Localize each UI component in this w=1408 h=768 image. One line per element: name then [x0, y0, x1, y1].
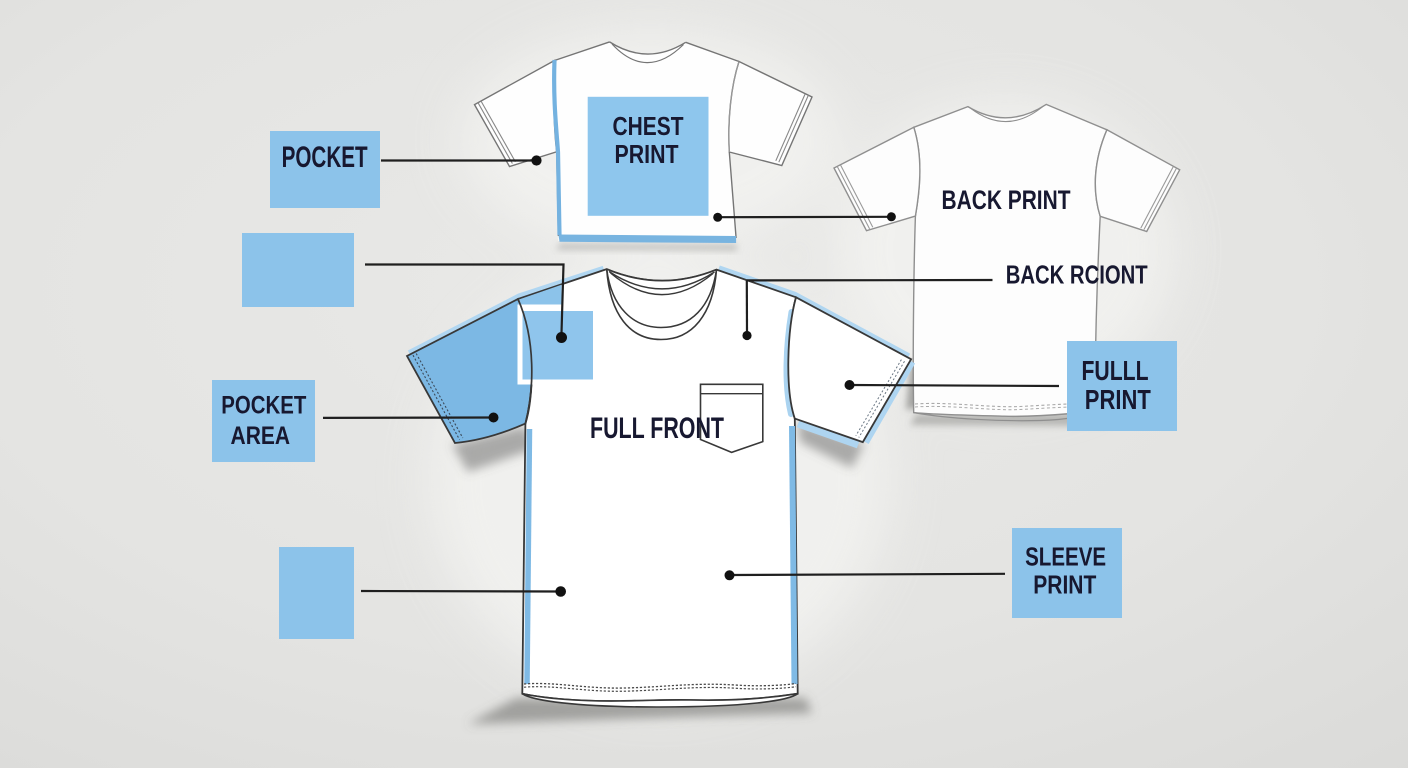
- svg-text:AREA: AREA: [231, 422, 291, 450]
- svg-text:POCKET: POCKET: [282, 141, 368, 174]
- svg-text:PRINT: PRINT: [615, 139, 679, 169]
- svg-text:FULLL: FULLL: [1082, 355, 1149, 386]
- svg-text:BACK PRINT: BACK PRINT: [942, 185, 1071, 215]
- svg-text:BACK RCIONT: BACK RCIONT: [1006, 260, 1148, 290]
- svg-text:SLEEVE: SLEEVE: [1025, 541, 1106, 571]
- svg-text:PRINT: PRINT: [1085, 384, 1151, 415]
- svg-text:POCKET: POCKET: [221, 392, 306, 420]
- svg-text:FULL FRONT: FULL FRONT: [590, 412, 724, 445]
- svg-text:PRINT: PRINT: [1033, 569, 1096, 599]
- svg-text:CHEST: CHEST: [613, 111, 684, 141]
